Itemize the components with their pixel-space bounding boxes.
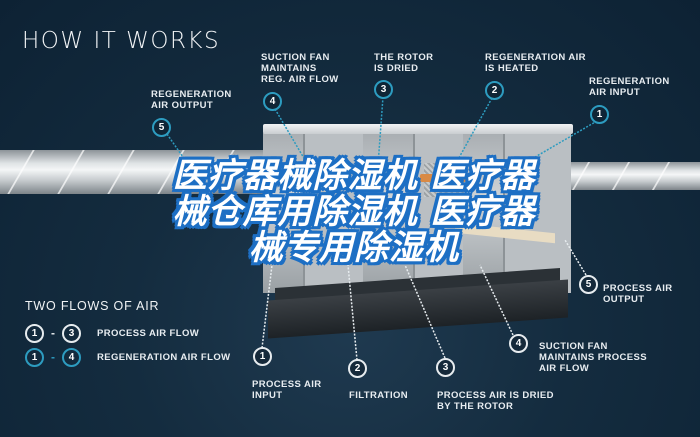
legend-dash: - [51, 326, 55, 340]
heater-element [420, 174, 466, 182]
process-step-4-label: SUCTION FAN MAINTAINS PROCESS AIR FLOW [539, 341, 647, 374]
air-flow-legend: TWO FLOWS OF AIR 1 - 3 PROCESS AIR FLOW … [25, 299, 230, 369]
process-step-3-marker: 3 [436, 358, 455, 377]
process-step-5-marker: 5 [579, 275, 598, 294]
regen-step-1-label: REGENERATION AIR INPUT [589, 76, 670, 98]
process-step-1-label: PROCESS AIR INPUT [252, 379, 322, 401]
regen-step-1-marker: 1 [590, 105, 609, 124]
regen-step-4-label: SUCTION FAN MAINTAINS REG. AIR FLOW [261, 52, 339, 85]
right-air-duct [560, 162, 700, 190]
regen-step-2-label: REGENERATION AIR IS HEATED [485, 52, 586, 74]
unit-panel [413, 133, 463, 293]
regen-step-3-label: THE ROTOR IS DRIED [374, 52, 434, 74]
legend-row-regeneration: 1 - 4 REGENERATION AIR FLOW [25, 345, 230, 369]
regen-step-4-marker: 4 [263, 92, 282, 111]
legend-from-marker: 1 [25, 323, 44, 343]
dehumidifier-unit-body [263, 133, 571, 293]
process-step-2-label: FILTRATION [349, 390, 409, 401]
unit-panel [503, 133, 571, 293]
regen-step-5-marker: 5 [152, 118, 171, 137]
legend-title: TWO FLOWS OF AIR [25, 299, 160, 313]
banner-line-1: 医疗器械除湿机 医疗器 [172, 156, 536, 196]
process-step-1-marker: 1 [253, 347, 272, 366]
process-step-3-label: PROCESS AIR IS DRIED BY THE ROTOR [437, 390, 554, 412]
process-step-2-marker: 2 [348, 359, 367, 378]
banner-line-2: 械仓库用除湿机 医疗器 [172, 192, 536, 232]
legend-row-process: 1 - 3 PROCESS AIR FLOW [25, 321, 230, 345]
legend-to-marker: 4 [62, 347, 81, 367]
legend-dash: - [51, 350, 55, 364]
process-step-4-marker: 4 [509, 334, 528, 353]
legend-label: REGENERATION AIR FLOW [97, 351, 231, 363]
regen-step-5-label: REGENERATION AIR OUTPUT [151, 89, 232, 111]
unit-panel [303, 133, 363, 293]
dehumidifier-unit-top [263, 124, 573, 134]
banner-line-3: 械专用除湿机 [249, 228, 459, 268]
legend-to-marker: 3 [62, 323, 81, 343]
legend-label: PROCESS AIR FLOW [97, 327, 200, 339]
product-title-banner: 医疗器械除湿机 医疗器 械仓库用除湿机 医疗器 械专用除湿机 [104, 158, 604, 266]
regen-step-3-marker: 3 [374, 80, 393, 99]
process-step-5-label: PROCESS AIR OUTPUT [603, 283, 673, 305]
legend-from-marker: 1 [25, 347, 44, 367]
page-title: HOW IT WORKS [22, 28, 221, 54]
left-air-duct [0, 150, 275, 194]
regen-step-2-marker: 2 [485, 81, 504, 100]
